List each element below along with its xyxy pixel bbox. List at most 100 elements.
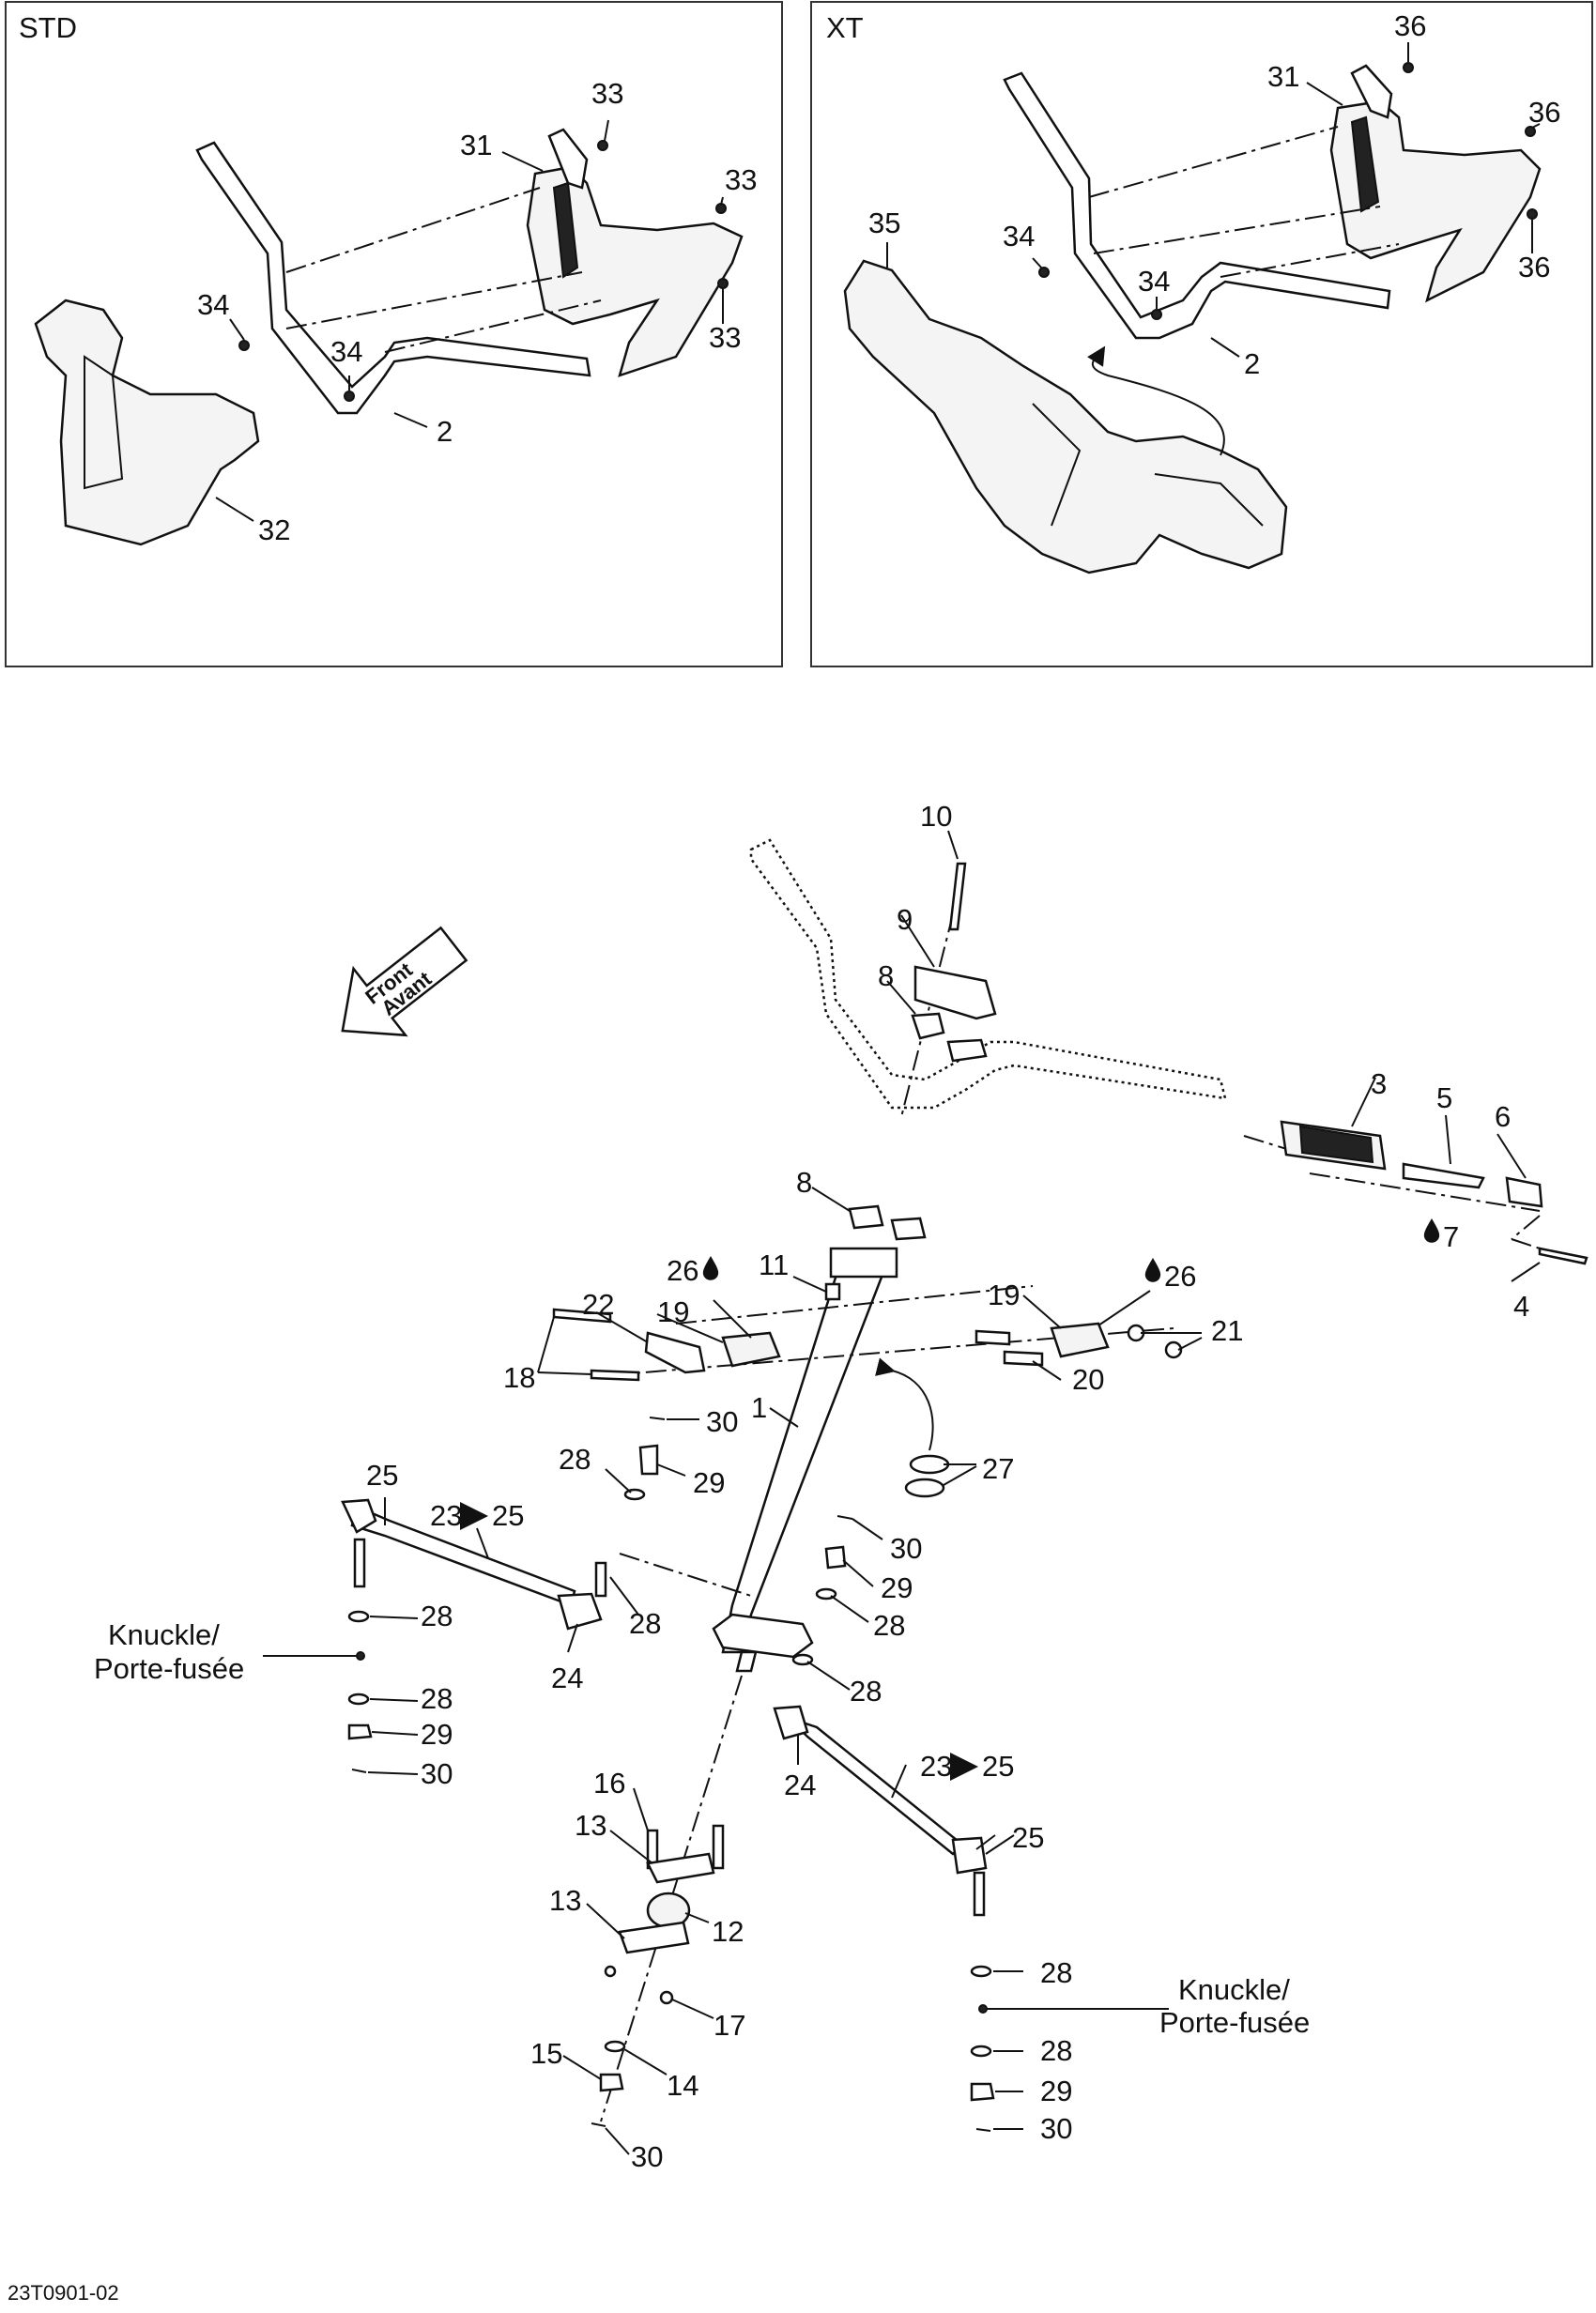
leader-30e [605,2127,630,2155]
xt-leader-2 [1210,337,1240,358]
xt-handguard [1329,100,1542,303]
nut-17 [659,1990,674,2005]
callout-std-34b: 34 [330,335,362,368]
callout-19a: 19 [657,1295,689,1328]
callout-6: 6 [1495,1100,1511,1133]
xt-screw-36a [1403,62,1414,73]
leader-13b [586,1903,625,1939]
insert-5 [1402,1162,1485,1189]
callout-26a-group: 26 [667,1254,719,1287]
std-screw-34b [344,391,355,402]
callout-16: 16 [593,1767,625,1800]
knuckle-point-left [356,1651,365,1661]
std-handlebar [195,141,591,415]
std-leader-34a [229,318,245,341]
callout-23b-group: 23 25 [920,1750,1014,1783]
leader-19b [1022,1294,1062,1329]
flange-13-upper [646,1852,715,1884]
callout-4: 4 [1513,1290,1529,1323]
steering-column-bottom-plate [712,1613,814,1659]
callout-18: 18 [503,1361,535,1394]
leader-28f [806,1661,851,1691]
leader-21b [1177,1337,1203,1351]
leader-26b [1097,1290,1151,1326]
tie-rod-end-24-left [557,1592,603,1631]
tie-rod-stud-left-2 [353,1538,366,1588]
xt-big-guard [843,259,1288,574]
xt-leader-34a [1032,257,1043,269]
std-leader-33a [604,119,609,142]
xt-align-line-3 [1220,243,1400,278]
bushing-block-19-right [1050,1322,1110,1358]
std-screw-33c [717,278,729,289]
callout-xt-31: 31 [1267,60,1299,93]
callout-std-33a: 33 [591,77,623,110]
tie-rod-stud-right [973,1871,986,1917]
callout-1: 1 [751,1391,767,1424]
std-screw-33a [597,140,608,151]
xt-screw-34b [1151,309,1162,320]
callout-xt-36b: 36 [1528,96,1560,129]
std-leader-31 [501,151,544,172]
callout-14: 14 [667,2069,698,2102]
xt-handguard-top [1350,64,1393,119]
leader-19a [656,1313,724,1343]
xt-install-arrow [1087,345,1225,456]
callout-10: 10 [920,800,952,833]
bolt-10 [948,862,967,931]
nut-29-column [824,1545,847,1570]
xt-panel-label: XT [826,11,864,44]
xt-align-line-1 [1088,126,1339,198]
callout-24b: 24 [784,1769,816,1801]
callout-13a: 13 [575,1809,606,1842]
callout-30b: 30 [890,1532,922,1565]
knuckle-left-line-1: Knuckle/ [108,1618,220,1651]
washer-28-left-b [347,1693,370,1706]
callout-28e: 28 [421,1682,453,1715]
callout-28c: 28 [629,1607,661,1640]
callout-15: 15 [530,2037,562,2070]
callout-20: 20 [1072,1363,1104,1396]
leader-23b [891,1764,907,1799]
bolt-4-axis [1511,1215,1541,1240]
steering-column-top-plate [829,1247,898,1279]
leader-12 [684,1912,710,1923]
clamp-8-upper-a [911,1012,945,1040]
tie-rod-end-24-right [773,1705,809,1740]
std-align-line-2 [285,271,583,329]
callout-28a: 28 [559,1443,591,1476]
callout-28f: 28 [850,1675,882,1708]
xt-screw-34a [1038,267,1050,278]
callout-29c: 29 [421,1718,453,1751]
callout-7-group: 7 [1423,1218,1459,1253]
std-panel: STD 33 31 33 34 34 33 2 [5,1,783,667]
leader-28b [830,1595,869,1623]
callout-5: 5 [1436,1081,1452,1114]
callout-25d: 25 [1012,1821,1044,1854]
callout-xt-34b: 34 [1138,265,1170,298]
callout-xt-36c: 36 [1518,251,1550,283]
knuckle-point-right [978,2004,988,2014]
callout-3: 3 [1371,1067,1387,1100]
pin-30-column [836,1515,853,1520]
spacer-20-upper [974,1329,1011,1346]
knuckle-right-line-1: Knuckle/ [1178,1973,1290,2006]
xt-handguard-shadow [1350,115,1380,213]
pin-30-right [975,2128,991,2132]
callout-25a: 25 [366,1459,398,1492]
drop-icon [702,1256,719,1280]
xt-screw-36c [1527,208,1538,220]
callout-21: 21 [1211,1314,1243,1347]
callout-30c: 30 [421,1757,453,1790]
callout-std-31: 31 [460,129,492,161]
clamp-9 [913,965,997,1020]
xt-handlebar [1003,71,1391,340]
knuckle-right-line-2: Porte-fusée [1159,2006,1310,2039]
washer-28-left-a [347,1610,370,1623]
leader-13a [609,1830,653,1864]
leader-8b [811,1187,851,1212]
callout-12: 12 [712,1915,744,1948]
callout-std-33b: 33 [725,163,757,196]
callout-28g: 28 [1040,1956,1072,1989]
tie-rod-end-25-left [341,1498,377,1534]
